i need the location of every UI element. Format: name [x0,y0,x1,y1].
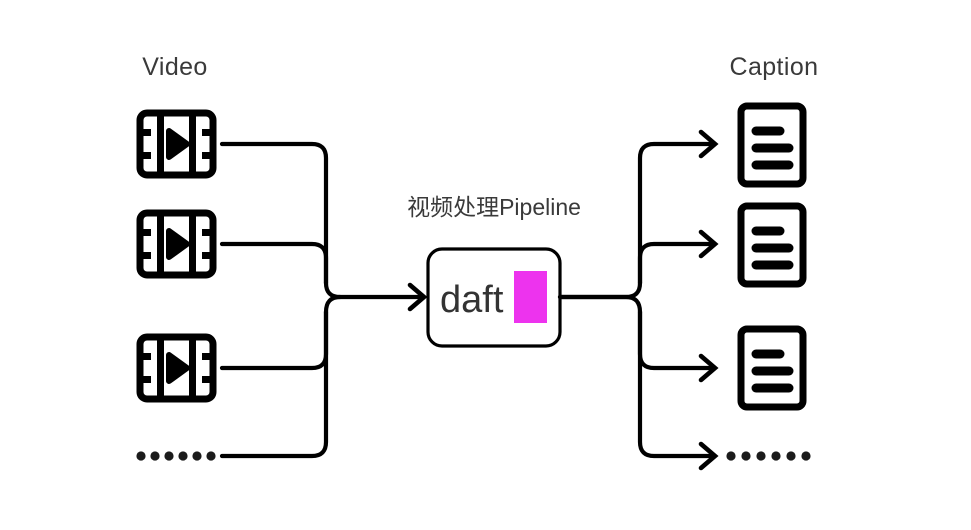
document-lines-icon [737,325,807,411]
output-arrowheads [698,129,719,471]
pipeline-box-text: daft [440,279,504,321]
output-wires [557,141,715,459]
video-item-2[interactable] [136,209,217,279]
caption-item-3[interactable] [737,325,807,411]
film-play-icon [136,209,217,279]
arrow-to-caption-1 [698,129,719,159]
document-lines-icon [737,102,807,188]
film-play-icon [136,109,217,179]
document-lines-icon [737,202,807,288]
daft-logo-square [514,271,547,323]
video-column-label: Video [142,53,208,81]
arrow-into-pipeline [407,282,428,312]
caption-item-2[interactable] [737,202,807,288]
arrow-to-caption-2 [698,229,719,259]
video-ellipsis [136,451,216,461]
arrow-to-caption-ellipsis [698,441,719,471]
input-wires [219,141,425,459]
caption-ellipsis [726,451,811,461]
arrow-to-caption-3 [698,353,719,383]
caption-column-label: Caption [730,53,819,81]
pipeline-box[interactable]: daft [426,247,562,348]
pipeline-label: 视频处理Pipeline [407,194,581,220]
video-item-3[interactable] [136,333,217,403]
caption-item-1[interactable] [737,102,807,188]
video-item-1[interactable] [136,109,217,179]
film-play-icon [136,333,217,403]
